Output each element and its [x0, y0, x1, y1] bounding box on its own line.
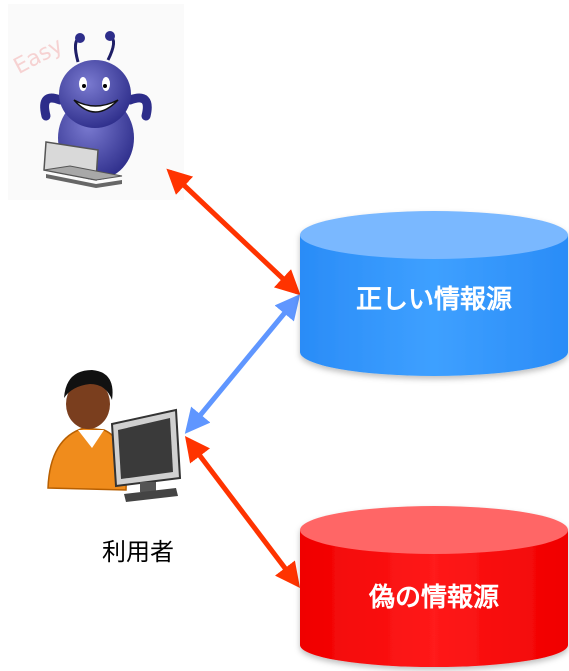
- true-source-label: 正しい情報源: [356, 285, 512, 315]
- attacker-icon: Easy: [8, 4, 184, 200]
- user-true-source-arrow: [184, 294, 301, 434]
- user-icon: 利用者: [47, 370, 182, 566]
- true-source-database: 正しい情報源: [300, 211, 568, 376]
- fake-source-label: 偽の情報源: [368, 583, 499, 613]
- computer-monitor-icon: [110, 408, 182, 502]
- laptop-icon: [43, 141, 123, 188]
- user-fake-source-arrow: [184, 436, 301, 588]
- user-label: 利用者: [102, 538, 174, 566]
- fake-source-database: 偽の情報源: [300, 506, 568, 667]
- attacker-true-source-arrow: [166, 168, 301, 296]
